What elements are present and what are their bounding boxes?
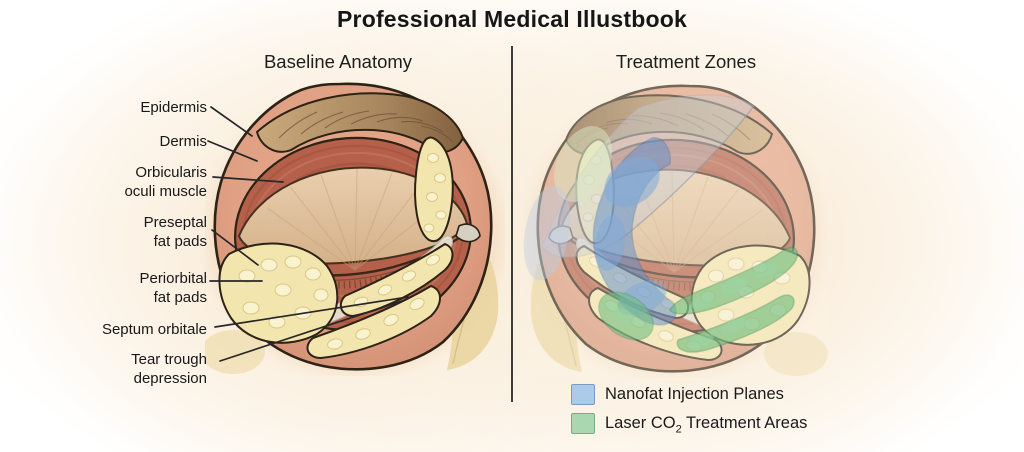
page-title: Professional Medical Illustbook <box>337 6 687 32</box>
laser-legend-swatch <box>571 412 595 434</box>
fat-pad-tint <box>553 126 613 202</box>
nanofat-injection-zone <box>592 137 677 326</box>
baseline-anatomy-figure <box>205 76 505 376</box>
panel-divider <box>511 46 513 402</box>
laser-legend-label: Laser CO2 Treatment Areas <box>605 413 808 435</box>
label-orbicularis-oculi-muscle: Orbicularis oculi muscle <box>124 164 207 200</box>
nanofat-legend-label: Nanofat Injection Planes <box>605 384 784 403</box>
medial-skin-blue-wash <box>523 185 571 281</box>
label-septum-orbitale: Septum orbitale <box>101 321 207 338</box>
label-epidermis: Epidermis <box>140 99 207 116</box>
label-periorbital-fat-pads: Periorbital fat pads <box>139 270 207 306</box>
legend-item-nanofat: Nanofat Injection Planes <box>571 382 807 406</box>
panel-heading-treatment: Treatment Zones <box>615 51 757 72</box>
laser-co2-treatment-zone <box>598 246 798 353</box>
label-dermis: Dermis <box>159 133 208 150</box>
treatment-legend: Nanofat Injection Planes Laser CO2 Treat… <box>571 382 807 435</box>
label-preseptal-fat-pads: Preseptal fat pads <box>143 214 207 250</box>
nanofat-legend-swatch <box>571 383 595 405</box>
panel-heading-baseline: Baseline Anatomy <box>263 51 413 72</box>
label-tear-trough-depression: Tear trough depression <box>131 351 207 387</box>
legend-item-laser: Laser CO2 Treatment Areas <box>571 411 807 435</box>
softening-veil <box>520 78 828 378</box>
treatment-zones-figure <box>520 78 828 378</box>
